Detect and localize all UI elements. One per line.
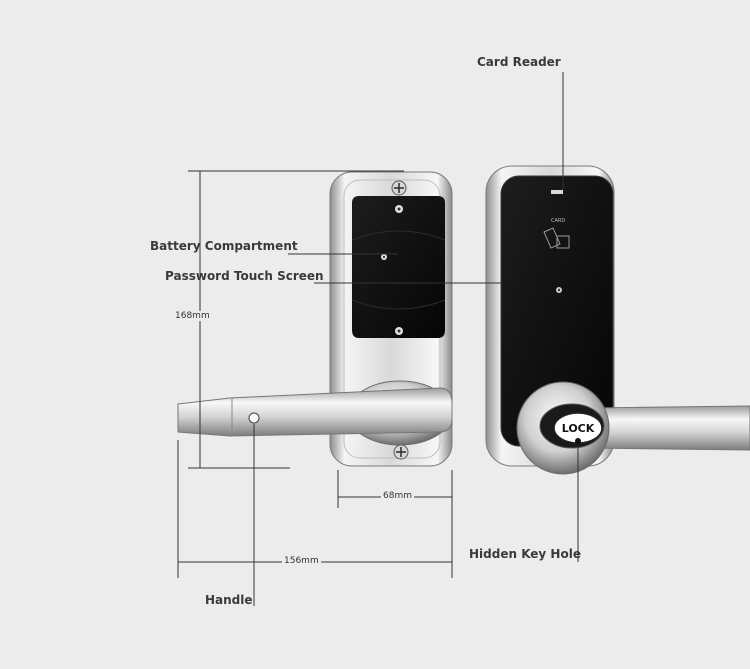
front-handle-lever bbox=[589, 405, 750, 451]
handle-hole bbox=[248, 412, 260, 424]
card-reader-label: Card Reader bbox=[477, 55, 561, 69]
handle-lever bbox=[177, 387, 453, 437]
height-dimension: 168mm bbox=[173, 311, 212, 321]
front-plate-device: CARD LOCK bbox=[485, 165, 750, 475]
handle-label: Handle bbox=[205, 593, 253, 607]
back-plate-device bbox=[177, 171, 453, 467]
total-width-dimension: 156mm bbox=[282, 556, 321, 566]
card-text: CARD bbox=[551, 218, 565, 224]
callout-lines bbox=[253, 72, 579, 606]
password-touch-screen-label: Password Touch Screen bbox=[165, 269, 324, 283]
bottom-screw-icon bbox=[393, 444, 409, 460]
hidden-key-hole-label: Hidden Key Hole bbox=[469, 547, 581, 561]
top-screw-icon bbox=[391, 180, 407, 196]
battery-compartment-label: Battery Compartment bbox=[150, 239, 298, 253]
card-icon: CARD bbox=[543, 218, 570, 249]
body-width-dimension: 68mm bbox=[381, 491, 414, 501]
card-reader-led bbox=[551, 190, 563, 194]
battery-compartment-cover bbox=[352, 196, 445, 338]
lock-button-label: LOCK bbox=[562, 422, 595, 435]
hidden-key-hole-icon bbox=[575, 438, 581, 444]
